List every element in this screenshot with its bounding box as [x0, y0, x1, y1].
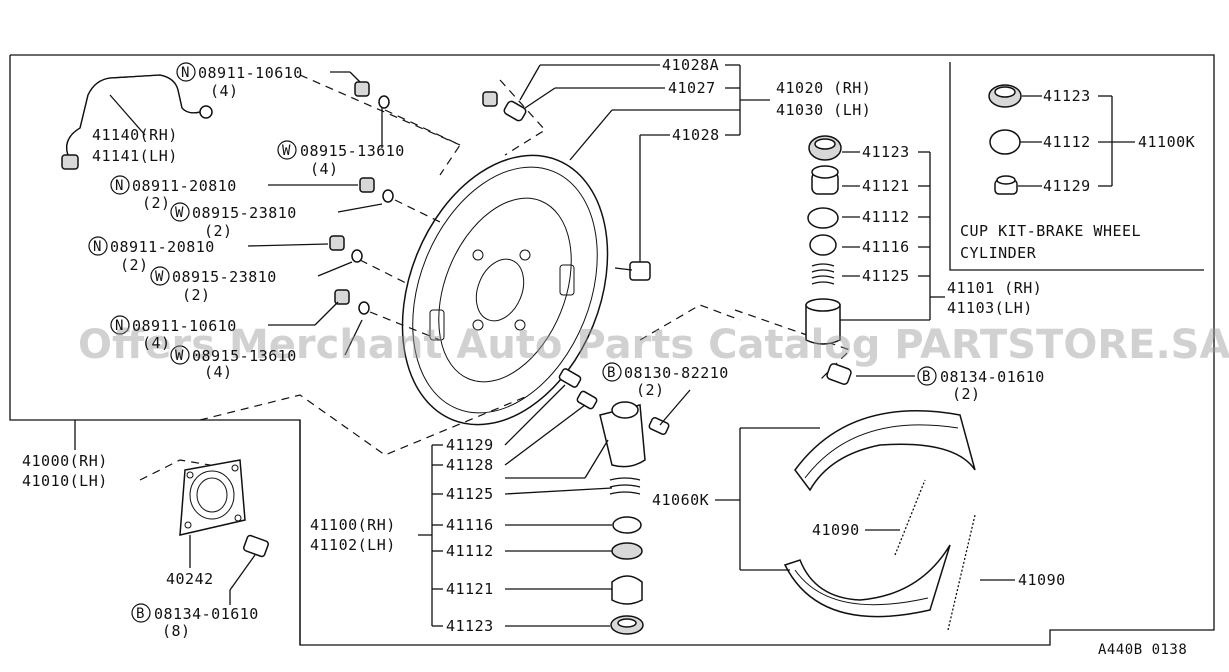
wheel-cylinder-center — [558, 368, 670, 635]
diagram-frame — [9, 54, 1215, 646]
label-08911-20810-b: 08911-20810 — [110, 238, 215, 256]
leader-lines — [74, 64, 1135, 627]
label-08915-23810-b: 08915-23810 — [172, 268, 277, 286]
label-41010: 41010(LH) — [22, 472, 108, 490]
label-41102: 41102(LH) — [310, 536, 396, 554]
label-qty: (2) — [142, 194, 171, 212]
symbol-n: N — [181, 65, 190, 81]
label-41123: 41123 — [862, 143, 910, 161]
symbol-circles — [88, 62, 937, 623]
label-41027: 41027 — [668, 79, 716, 97]
label-41090-b: 41090 — [1018, 571, 1066, 589]
symbol-n: N — [115, 178, 124, 194]
label-c41125: 41125 — [446, 485, 494, 503]
label-c41128: 41128 — [446, 456, 494, 474]
label-08911-10610-top: 08911-10610 — [198, 64, 303, 82]
brake-pipe — [61, 74, 213, 170]
cylinder-parts-right — [805, 135, 852, 385]
label-qty: (2) — [182, 286, 211, 304]
label-kit-41112: 41112 — [1043, 133, 1091, 151]
symbol-w: W — [175, 205, 184, 221]
label-kit-41129: 41129 — [1043, 177, 1091, 195]
label-08911-20810-a: 08911-20810 — [132, 177, 237, 195]
label-41112: 41112 — [862, 208, 910, 226]
label-41060K: 41060K — [652, 491, 709, 509]
adapter-plate — [179, 459, 269, 558]
symbol-b: B — [136, 606, 145, 622]
label-08915-13610-top: 08915-13610 — [300, 142, 405, 160]
symbol-b: B — [607, 365, 616, 381]
label-qty: (2) — [120, 256, 149, 274]
label-qty: (2) — [952, 385, 981, 403]
label-41103: 41103(LH) — [947, 299, 1033, 317]
symbol-w: W — [282, 143, 291, 159]
label-41125: 41125 — [862, 267, 910, 285]
label-41000: 41000(RH) — [22, 452, 108, 470]
label-c41123: 41123 — [446, 617, 494, 635]
symbol-b: B — [922, 369, 931, 385]
label-cup-kit-line1: CUP KIT-BRAKE WHEEL — [960, 222, 1141, 240]
bolt-41028 — [614, 261, 651, 281]
label-41090-a: 41090 — [812, 521, 860, 539]
label-08134-01610-left: 08134-01610 — [154, 605, 259, 623]
symbol-w: W — [155, 269, 164, 285]
symbol-n: N — [93, 239, 102, 255]
label-08915-13610-bot: 08915-13610 — [192, 347, 297, 365]
label-kit-41123: 41123 — [1043, 87, 1091, 105]
label-qty: (4) — [310, 160, 339, 178]
label-40242: 40242 — [166, 570, 214, 588]
label-41121: 41121 — [862, 177, 910, 195]
label-c41121: 41121 — [446, 580, 494, 598]
label-41020: 41020 (RH) — [776, 79, 871, 97]
label-41116: 41116 — [862, 238, 910, 256]
brake-shoes — [783, 410, 976, 631]
watermark: Offers Merchant Auto Parts Catalog PARTS… — [78, 322, 1229, 368]
label-41028A: 41028A — [662, 56, 719, 74]
label-qty: (2) — [204, 222, 233, 240]
label-41030: 41030 (LH) — [776, 101, 871, 119]
label-cup-kit-line2: CYLINDER — [960, 244, 1037, 262]
label-c41116: 41116 — [446, 516, 494, 534]
label-41100: 41100(RH) — [310, 516, 396, 534]
label-qty: (2) — [636, 381, 665, 399]
symbol-w: W — [175, 348, 184, 364]
label-08134-01610-right: 08134-01610 — [940, 368, 1045, 386]
footer-code: A440B 0138 — [1098, 642, 1187, 658]
label-c41112: 41112 — [446, 542, 494, 560]
label-08915-23810-a: 08915-23810 — [192, 204, 297, 222]
small-nuts-washers — [329, 81, 527, 315]
label-c41129: 41129 — [446, 436, 494, 454]
label-qty: (8) — [162, 622, 191, 640]
label-41100K: 41100K — [1138, 133, 1195, 151]
label-qty: (4) — [142, 334, 171, 352]
label-41101: 41101 (RH) — [947, 279, 1042, 297]
label-41028: 41028 — [672, 126, 720, 144]
label-41140: 41140(RH) — [92, 126, 178, 144]
label-08130-82210: 08130-82210 — [624, 364, 729, 382]
cup-kit-parts — [988, 84, 1022, 195]
label-41141: 41141(LH) — [92, 147, 178, 165]
label-qty: (4) — [204, 363, 233, 381]
label-qty: (4) — [210, 82, 239, 100]
cup-kit-box — [949, 62, 1204, 271]
symbol-n: N — [115, 318, 124, 334]
label-08911-10610-bot: 08911-10610 — [132, 317, 237, 335]
backing-plate — [401, 154, 609, 426]
